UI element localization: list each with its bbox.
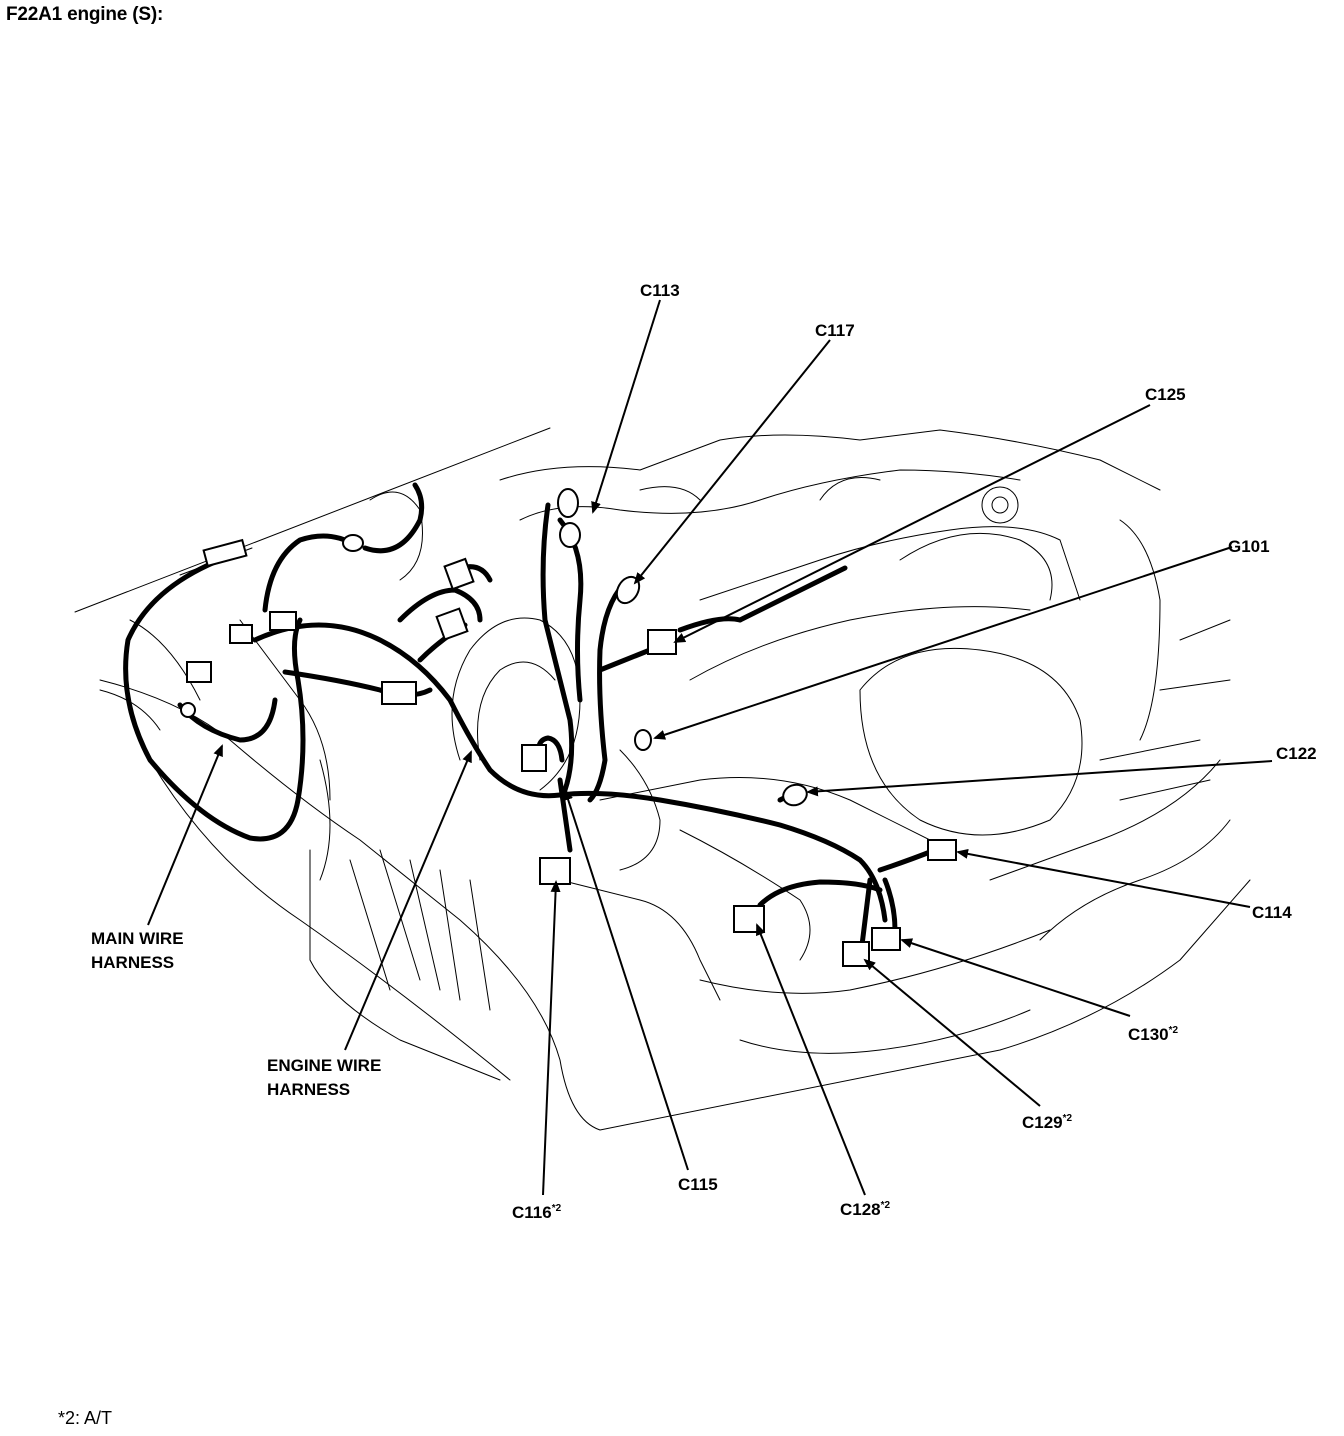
label-c116: C116*2: [512, 1203, 562, 1222]
label-c129: C129*2: [1022, 1113, 1073, 1132]
label-engine-wire-harness-line2: HARNESS: [267, 1080, 350, 1099]
label-c130-text: C130: [1128, 1025, 1169, 1044]
diagram-title: F22A1 engine (S):: [6, 4, 164, 25]
engine-line-art: [74, 427, 1251, 1131]
label-c130: C130*2: [1128, 1025, 1179, 1044]
label-c116-note: *2: [552, 1203, 562, 1214]
main-wire-harness: [123, 559, 306, 842]
label-main-wire-harness-line2: HARNESS: [91, 953, 174, 972]
footnote: *2: A/T: [58, 1408, 113, 1428]
label-c122: C122: [1276, 744, 1317, 763]
label-c115: C115: [678, 1175, 718, 1194]
label-c116-text: C116: [512, 1203, 552, 1222]
label-c128-note: *2: [881, 1200, 891, 1211]
label-c125: C125: [1145, 385, 1186, 404]
callout-labels: C113 C117 C125 G101 C122 C114 C130*2 C12…: [91, 281, 1317, 1222]
label-c129-text: C129: [1022, 1113, 1063, 1132]
label-c130-note: *2: [1169, 1025, 1179, 1036]
wire-harness-bundles: [123, 482, 938, 948]
label-c128-text: C128: [840, 1200, 881, 1219]
label-c113: C113: [640, 281, 680, 300]
leader-lines: [147, 299, 1273, 1196]
label-c117: C117: [815, 321, 855, 340]
label-engine-wire-harness-line1: ENGINE WIRE: [267, 1056, 381, 1075]
label-c128: C128*2: [840, 1200, 891, 1219]
label-c114: C114: [1252, 903, 1292, 922]
label-g101: G101: [1228, 537, 1270, 556]
connector-shapes: [180, 488, 957, 967]
label-main-wire-harness-line1: MAIN WIRE: [91, 929, 184, 948]
label-c129-note: *2: [1063, 1113, 1073, 1124]
